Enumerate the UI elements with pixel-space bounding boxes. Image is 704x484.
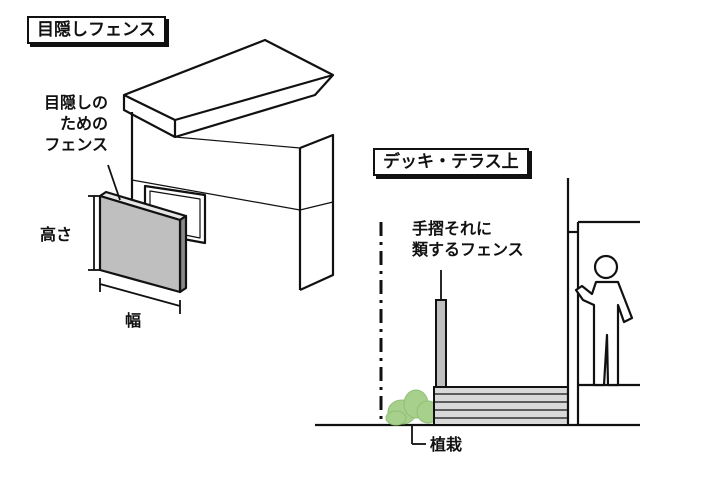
callout-line: フェンス <box>44 135 108 154</box>
screen-fence-leader <box>107 164 121 201</box>
handrail-line: 手摺それに <box>412 219 493 238</box>
screen-fence-callout: 目隠しの ための フェンス <box>36 92 108 155</box>
height-label: 高さ <box>40 225 73 244</box>
width-dimension <box>99 278 181 314</box>
handrail-fence-post <box>435 299 447 388</box>
callout-line: 目隠しの <box>43 93 108 112</box>
screen-fence-panel <box>98 190 188 294</box>
section-label-deck-terrace: デッキ・テラス上 <box>373 148 529 176</box>
planting-shrub <box>385 389 440 426</box>
person-figure <box>574 254 634 387</box>
handrail-fence-label: 手摺それに 類するフェンス <box>412 218 524 260</box>
handrail-line: 類するフェンス <box>412 240 524 259</box>
width-label: 幅 <box>125 311 142 330</box>
building-wall <box>566 178 640 425</box>
callout-line: ための <box>59 114 108 133</box>
height-dimension <box>88 195 100 271</box>
planting-label: 植栽 <box>430 435 463 454</box>
deck <box>433 386 569 426</box>
section-label-screen-fence: 目隠しフェンス <box>27 16 166 44</box>
